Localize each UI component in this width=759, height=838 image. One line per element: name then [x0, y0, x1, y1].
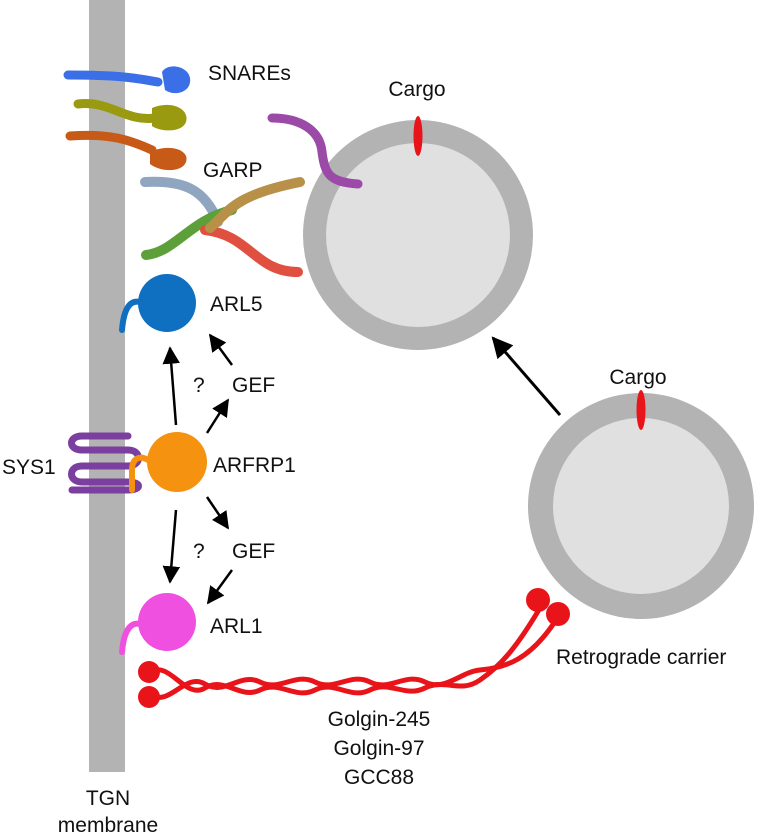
arfrp1-protein: [129, 432, 207, 493]
snare-olive: [73, 99, 187, 131]
label-cargo-top: Cargo: [388, 78, 445, 101]
golgin-coiled-coil: [147, 605, 559, 700]
label-sys1: SYS1: [2, 456, 56, 479]
label-question-top: ?: [193, 374, 205, 397]
label-snares: SNAREs: [208, 62, 291, 85]
cargo-marker-bottom: [636, 390, 646, 430]
tgn-membrane: [89, 0, 125, 772]
garp-complex: [140, 176, 305, 277]
label-question-bottom: ?: [193, 540, 205, 563]
arl5-protein: [119, 274, 196, 333]
label-arl1: ARL1: [210, 615, 263, 638]
arrow-gef-bottom-to-arl1: [206, 569, 234, 605]
label-arl5: ARL5: [210, 293, 263, 316]
golgin-heads: [138, 588, 570, 708]
cargo-marker-top: [413, 116, 423, 156]
arrow-carrier-to-vesicle: [491, 336, 562, 416]
snare-orange: [65, 130, 187, 171]
snare-blue: [63, 66, 191, 94]
label-membrane: membrane: [58, 814, 158, 837]
label-gcc88: GCC88: [344, 766, 414, 789]
retrograde-carrier-vesicle: [528, 390, 754, 619]
label-golgin-97: Golgin-97: [333, 737, 424, 760]
label-gef-bottom: GEF: [232, 540, 275, 563]
large-vesicle: [303, 116, 533, 350]
label-arfrp1: ARFRP1: [213, 454, 296, 477]
arrow-arfrp1-to-arl1: [162, 509, 181, 584]
label-golgin-245: Golgin-245: [328, 708, 431, 731]
arrow-arfrp1-to-gef-top: [205, 398, 230, 434]
label-tgn: TGN: [86, 787, 130, 810]
arrow-arfrp1-to-arl5: [162, 346, 180, 426]
arrow-arfrp1-to-gef-bottom: [205, 496, 230, 530]
label-gef-top: GEF: [232, 374, 275, 397]
arrow-gef-top-to-arl5: [208, 333, 234, 366]
vesicle-tether-purple: [267, 113, 363, 189]
label-retrograde-carrier: Retrograde carrier: [556, 646, 726, 669]
label-cargo-bottom: Cargo: [609, 366, 666, 389]
arl1-protein: [119, 593, 196, 655]
label-garp: GARP: [203, 159, 263, 182]
sys1-protein: [68, 432, 142, 494]
